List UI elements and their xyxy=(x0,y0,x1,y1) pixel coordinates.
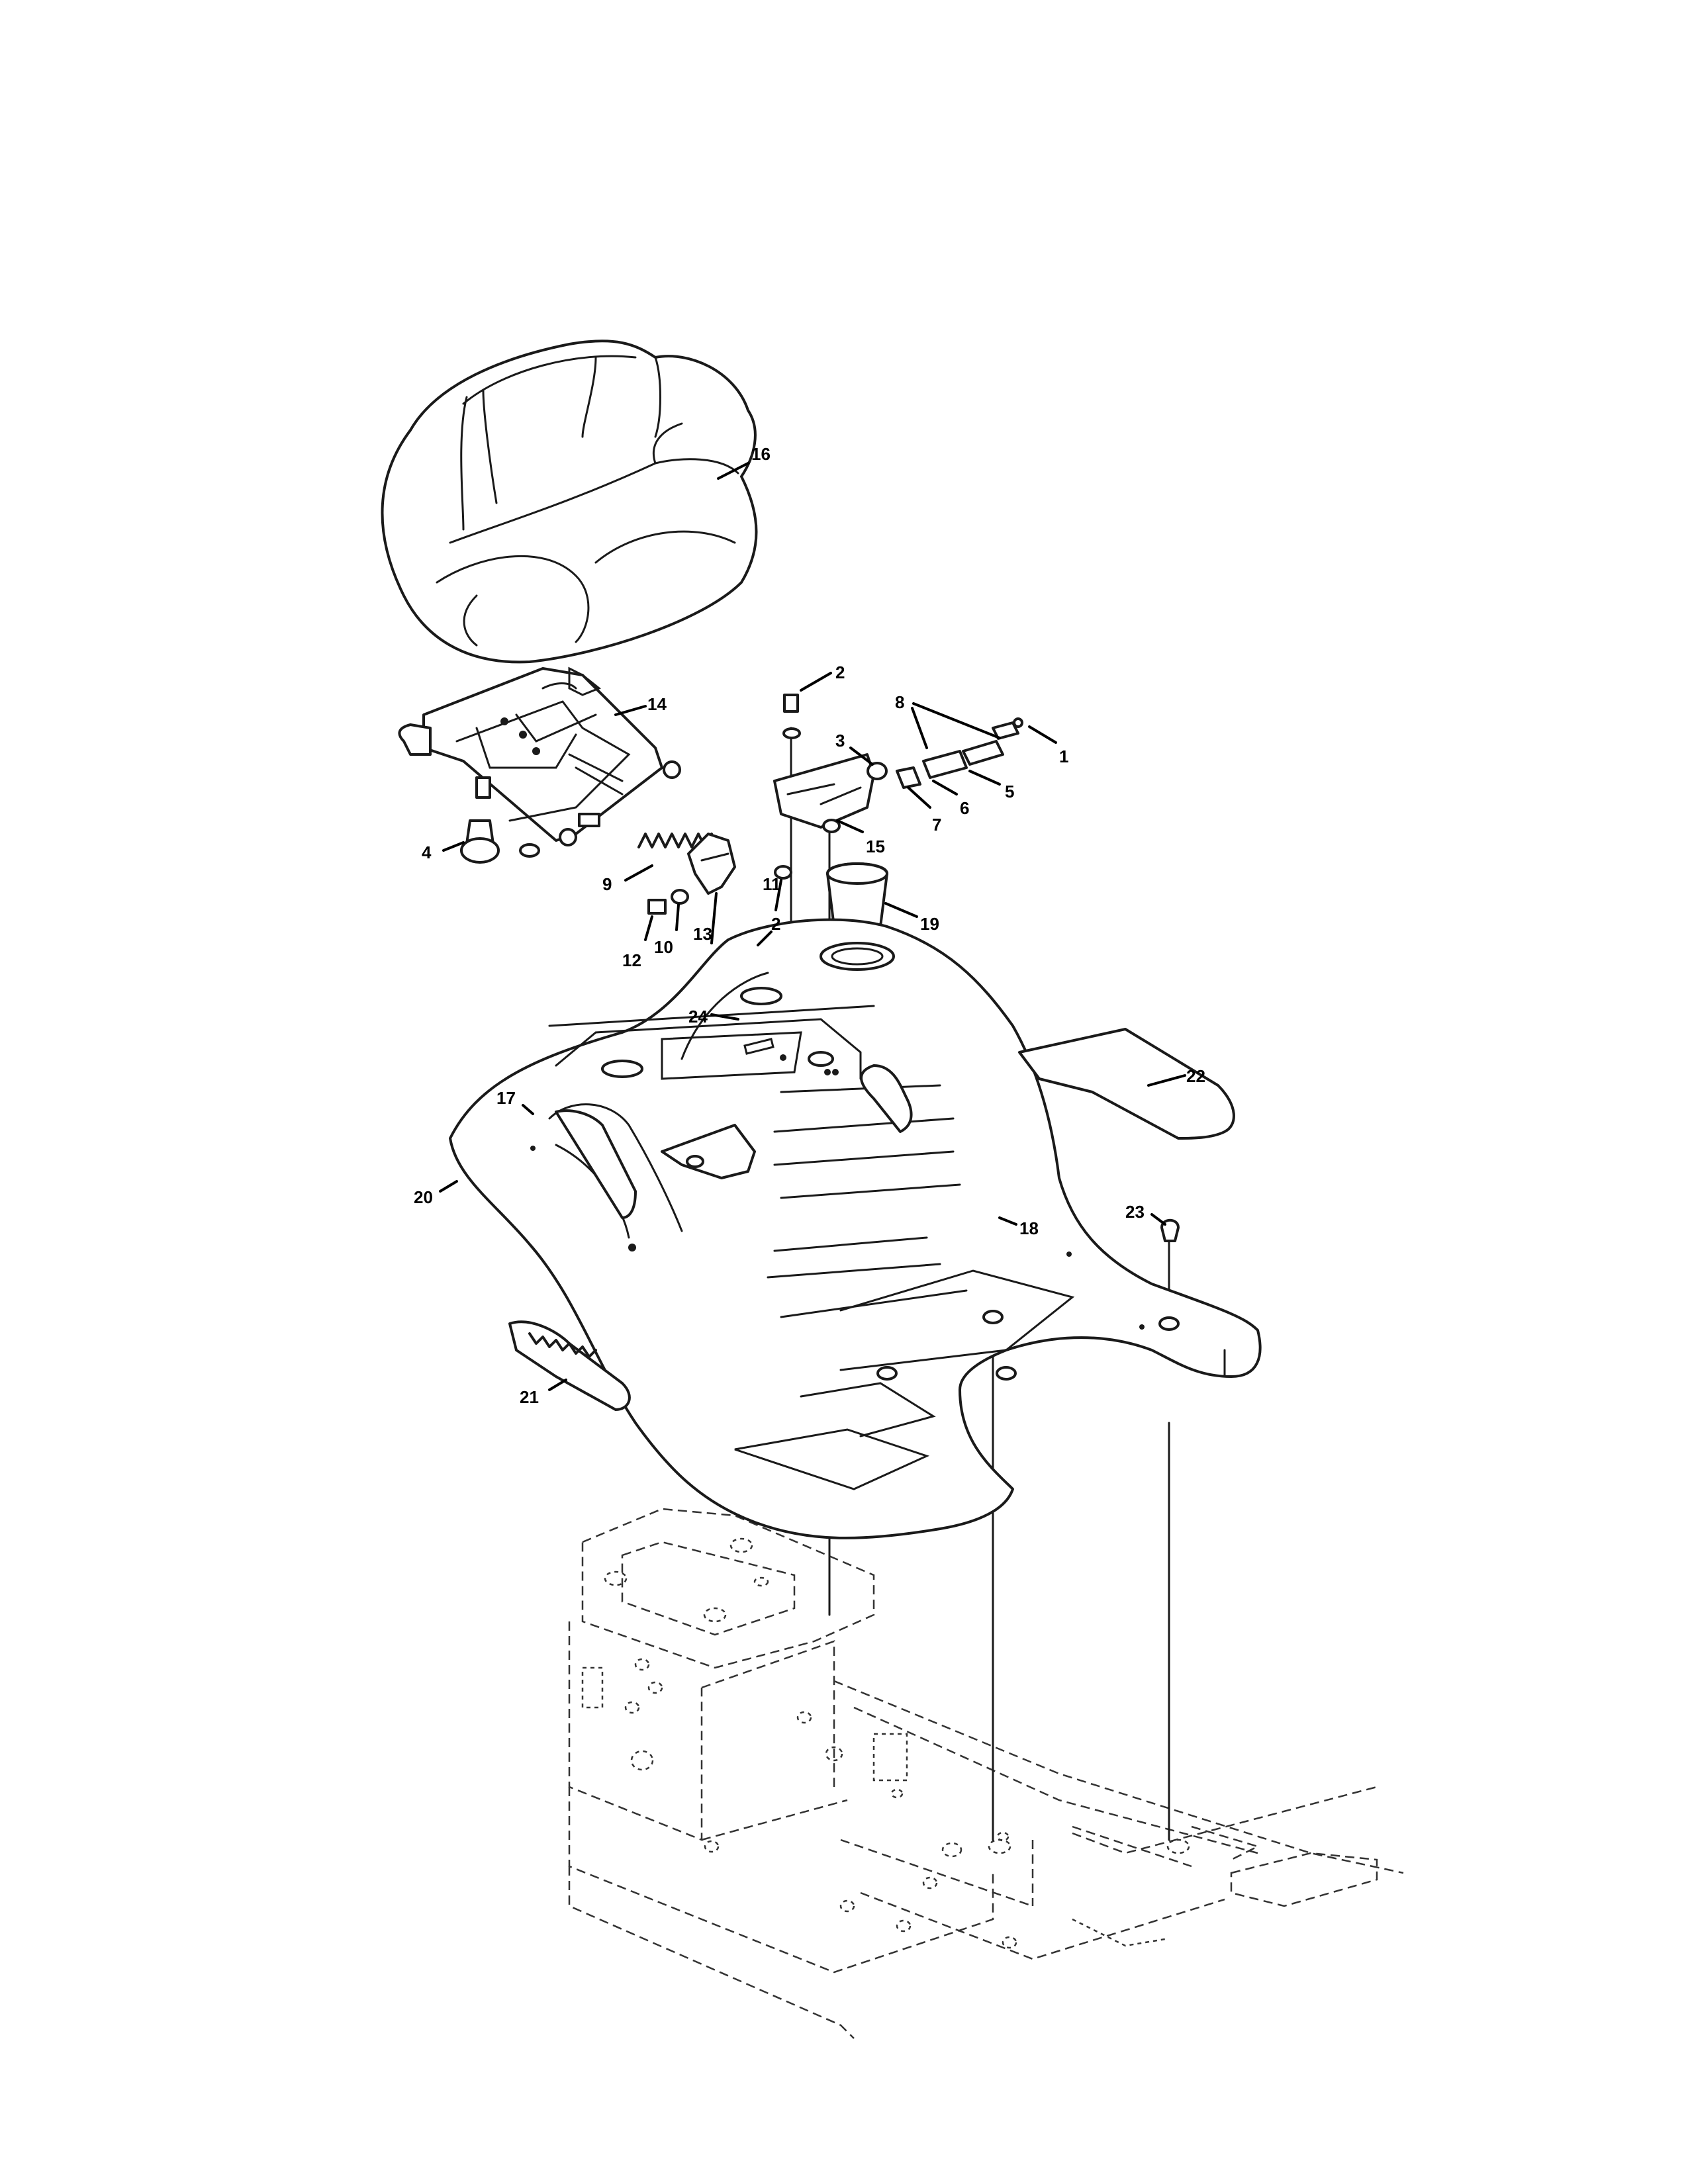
callout-24: 24 xyxy=(688,1007,708,1026)
leader-lines xyxy=(439,462,1186,1391)
callout-10: 10 xyxy=(654,937,673,957)
callout-16: 16 xyxy=(751,444,771,464)
seat-pan-bracket xyxy=(398,666,681,846)
callout-2-lower: 2 xyxy=(771,914,780,934)
seat-cushion xyxy=(381,340,758,664)
callout-13: 13 xyxy=(693,924,712,944)
callout-11: 11 xyxy=(763,874,781,894)
callout-19: 19 xyxy=(920,914,939,934)
callout-20: 20 xyxy=(414,1187,433,1207)
callout-4: 4 xyxy=(422,842,432,862)
callout-15: 15 xyxy=(866,837,885,856)
callout-9: 9 xyxy=(602,874,612,894)
foot-pad-and-rack xyxy=(508,1028,1235,1411)
callout-18: 18 xyxy=(1019,1218,1039,1238)
callout-labels: 16 2 14 8 1 3 5 6 7 15 4 9 11 13 19 2 10… xyxy=(414,444,1205,1407)
callout-23: 23 xyxy=(1125,1202,1145,1222)
callout-1: 1 xyxy=(1059,747,1068,766)
callout-21: 21 xyxy=(520,1387,539,1407)
callout-2-upper: 2 xyxy=(835,662,845,682)
chassis-frame xyxy=(568,1508,1404,2039)
callout-22: 22 xyxy=(1186,1066,1205,1086)
callout-5: 5 xyxy=(1005,782,1014,801)
callout-12: 12 xyxy=(622,950,641,970)
callout-7: 7 xyxy=(932,815,941,835)
callout-3: 3 xyxy=(835,731,845,751)
fender-body xyxy=(449,918,1262,1539)
callout-8: 8 xyxy=(895,692,904,712)
callout-14: 14 xyxy=(647,694,667,714)
callout-6: 6 xyxy=(960,798,969,818)
callout-17: 17 xyxy=(496,1088,516,1108)
